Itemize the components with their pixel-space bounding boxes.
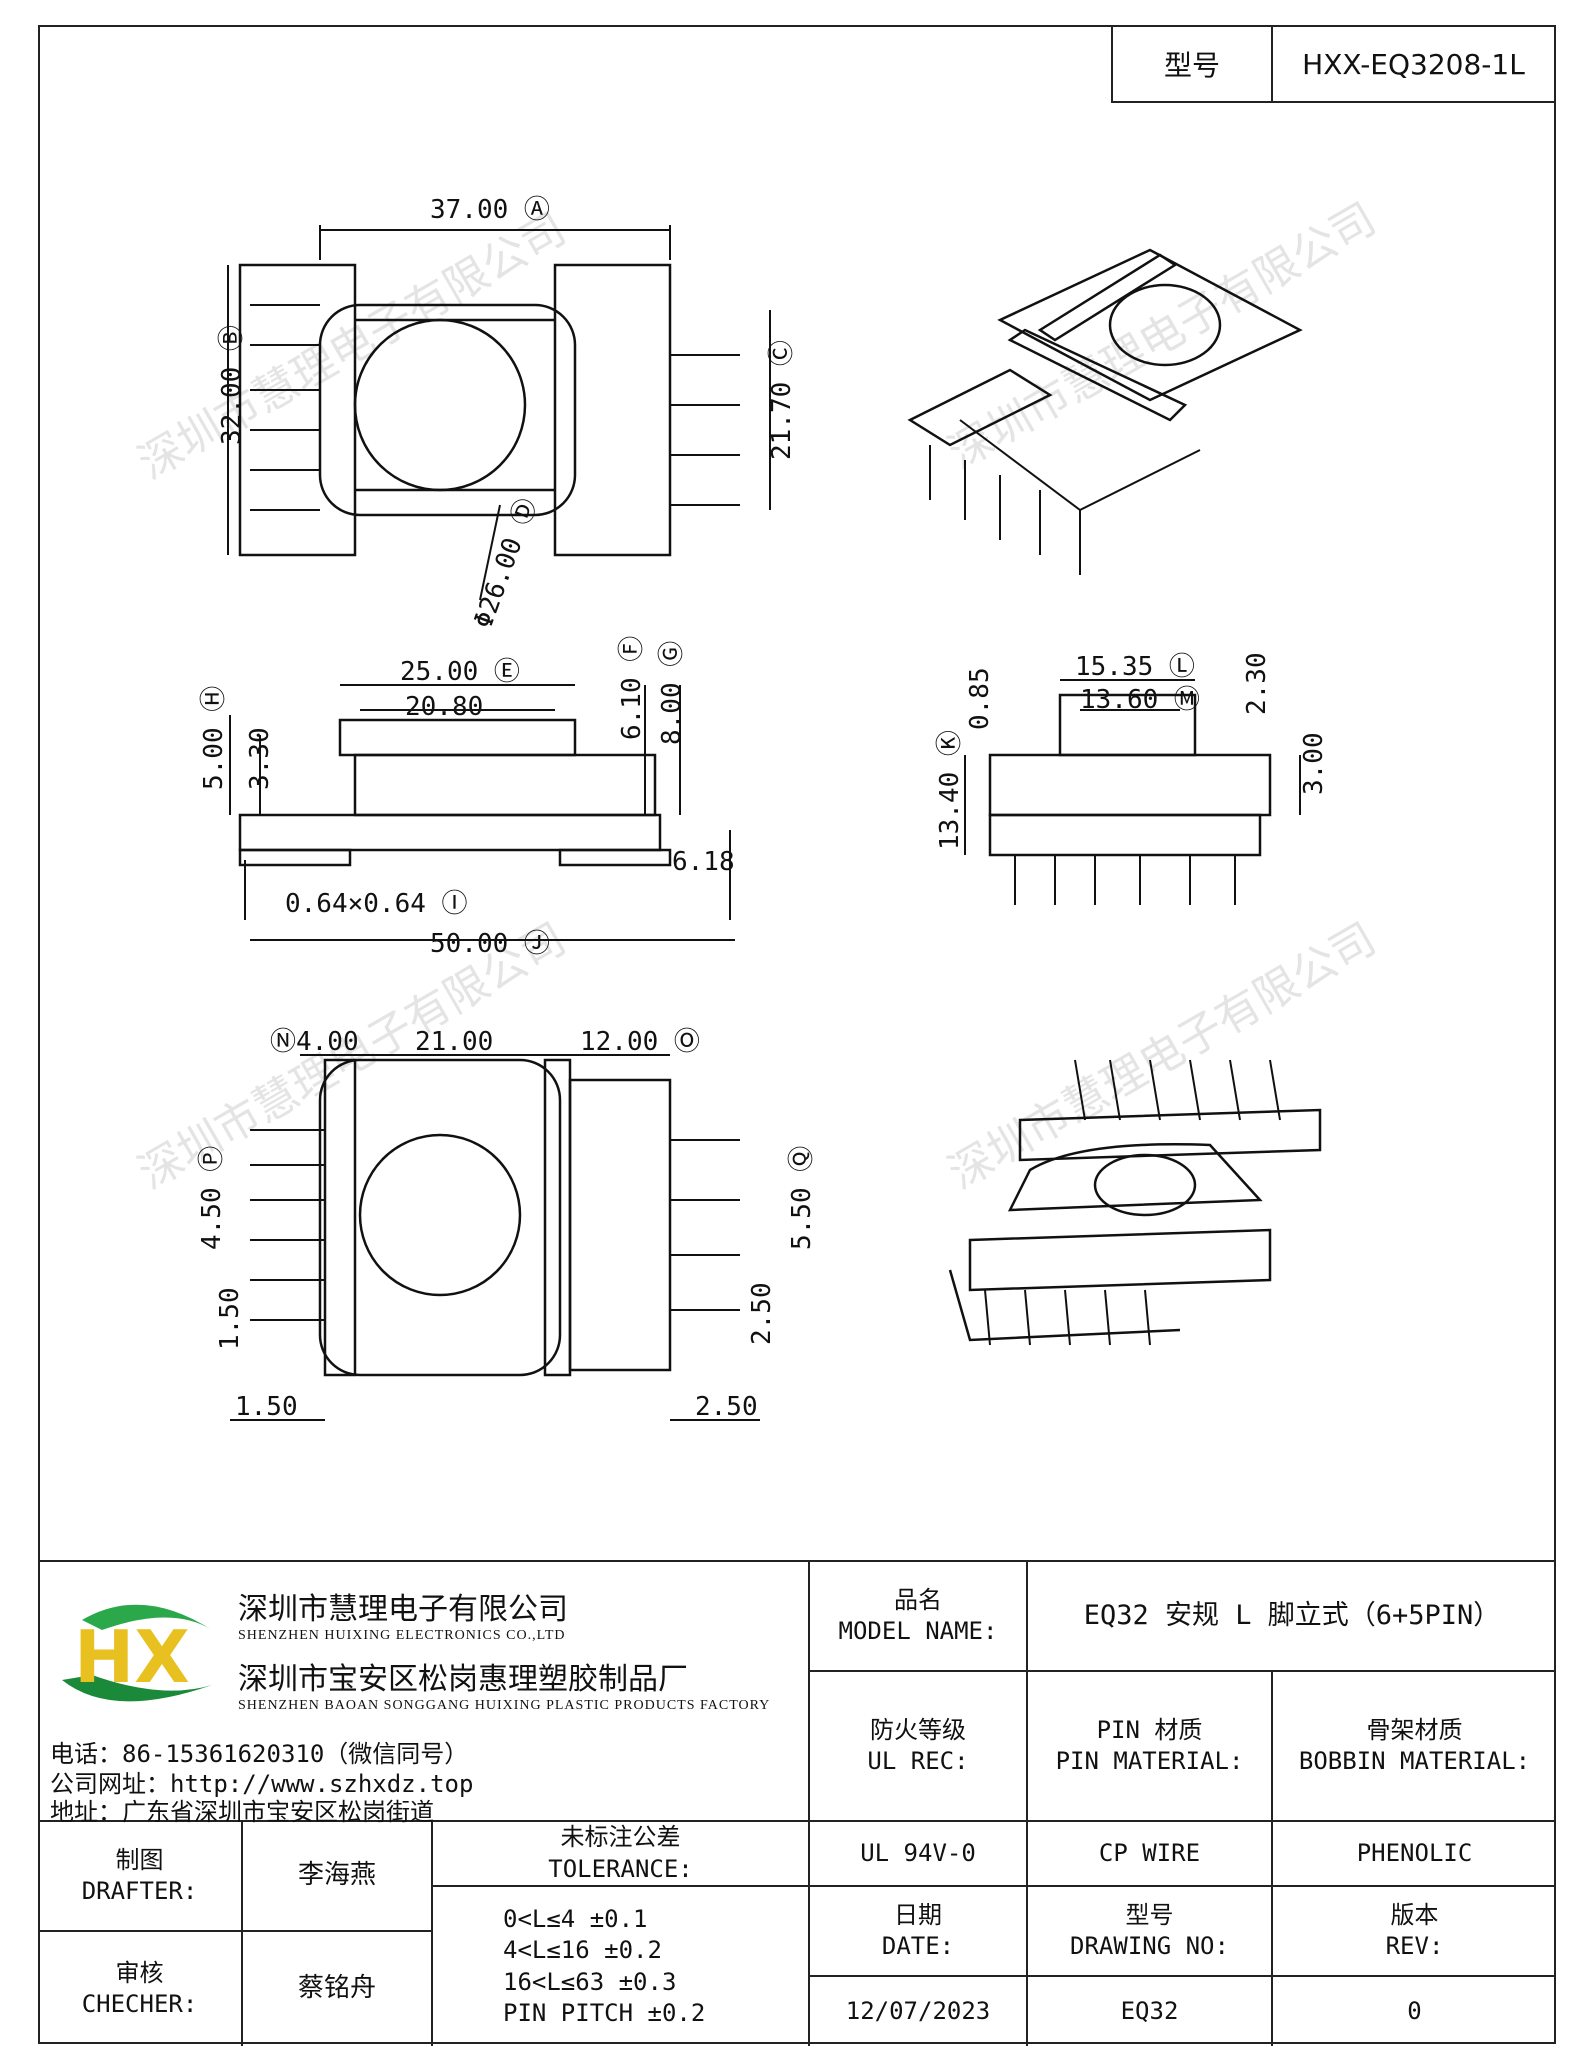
tolerance-label: 未标注公差 TOLERANCE: (433, 1822, 810, 1887)
factory-name-en: SHENZHEN BAOAN SONGGANG HUIXING PLASTIC … (238, 1698, 771, 1713)
iso-view-top (907, 248, 1303, 575)
dim-15-35: 15.35 Ⓛ (1075, 652, 1195, 682)
dim-1-50-v: 1.50 (215, 1287, 245, 1350)
rev-label: 版本 REV: (1273, 1887, 1556, 1977)
title-block: HX 深圳市慧理电子有限公司 SHENZHEN HUIXING ELECTRON… (38, 1560, 1556, 2046)
ul-rec-label-en: UL REC: (867, 1747, 969, 1775)
dim-pin: 0.64×0.64 Ⓘ (285, 889, 468, 919)
dim-21-70: 21.70 Ⓒ (767, 340, 797, 460)
dim-3-00: 3.00 (1299, 732, 1329, 795)
ul-rec-label-cn: 防火等级 (870, 1715, 966, 1744)
drafter-label: 制图 DRAFTER: (38, 1822, 243, 1932)
tolerance-label-en: TOLERANCE: (548, 1854, 693, 1883)
watermark-2: 深圳市慧理电子有限公司 (940, 193, 1385, 479)
bobbin-material-label-cn: 骨架材质 (1366, 1715, 1463, 1744)
dim-32: 32.00 Ⓑ (217, 325, 247, 445)
dim-2-30: 2.30 (1242, 652, 1272, 715)
company-logo-icon: HX (62, 1604, 212, 1702)
dim-21: 21.00 (415, 1027, 493, 1057)
rev-label-cn: 版本 (1390, 1900, 1439, 1929)
checker-label-en: CHECHER: (81, 1990, 198, 2018)
company-info: HX 深圳市慧理电子有限公司 SHENZHEN HUIXING ELECTRON… (38, 1562, 810, 1826)
ul-rec-label: 防火等级 UL REC: (810, 1672, 1028, 1822)
tolerance-row-4: PIN PITCH ±0.2 (503, 1998, 706, 2027)
dim-37: 37.00 Ⓐ (430, 195, 550, 225)
company-address: 地址：广东省深圳市宝安区松岗街道 (50, 1798, 434, 1826)
dim-2-50-v: 2.50 (747, 1282, 777, 1345)
dim-8: 8.00 Ⓖ (657, 641, 687, 745)
dim-6-18: 6.18 (672, 847, 735, 877)
company-phone: 电话：86-15361620310（微信同号） (50, 1740, 469, 1768)
model-value: HXX-EQ3208-1L (1302, 47, 1525, 81)
dim-13-60: 13.60 Ⓜ (1080, 685, 1200, 715)
drafter-name: 李海燕 (243, 1822, 433, 1932)
dim-1-50-h: 1.50 (235, 1392, 298, 1422)
drawing-no-label-cn: 型号 (1125, 1900, 1174, 1929)
side-view: 15.35 Ⓛ 13.60 Ⓜ 0.85 2.30 3.00 13.40 Ⓚ (935, 652, 1329, 905)
bottom-view: Ⓝ4.00 21.00 12.00 Ⓞ 4.50 Ⓟ 1.50 1.50 5.5… (197, 1027, 817, 1422)
date-label: 日期 DATE: (810, 1887, 1028, 1977)
dim-50: 50.00 Ⓙ (430, 929, 550, 959)
model-label: 型号 (1113, 27, 1273, 101)
drafter-label-cn: 制图 (115, 1845, 164, 1874)
model-name-label: 品名 MODEL NAME: (810, 1562, 1028, 1672)
date-label-cn: 日期 (894, 1900, 942, 1929)
drawing-no-value: EQ32 (1028, 1977, 1273, 2046)
checker-name: 蔡铭舟 (243, 1932, 433, 2046)
pin-material-value: CP WIRE (1028, 1822, 1273, 1887)
dim-3-30: 3.30 (245, 727, 275, 790)
dim-20-80: 20.80 (405, 692, 483, 722)
date-label-en: DATE: (881, 1932, 955, 1960)
dim-13-40: 13.40 Ⓚ (935, 730, 965, 850)
drawing-no-label: 型号 DRAWING NO: (1028, 1887, 1273, 1977)
dim-2-50-h: 2.50 (695, 1392, 758, 1422)
ul-value: UL 94V-0 (810, 1822, 1028, 1887)
rev-label-en: REV: (1385, 1932, 1444, 1960)
checker-label-cn: 审核 (115, 1958, 164, 1987)
model-number-box: 型号 HXX-EQ3208-1L (1111, 25, 1556, 103)
bobbin-material-label-en: BOBBIN MATERIAL: (1298, 1747, 1531, 1775)
drawing-frame (38, 25, 1556, 2044)
front-view: 25.00 Ⓔ 20.80 6.10 Ⓕ 8.00 Ⓖ 5.00 Ⓗ 3.30 … (199, 636, 735, 959)
tolerance-values: 0<L≤4 ±0.1 4<L≤16 ±0.2 16<L≤63 ±0.3 PIN … (433, 1887, 810, 2046)
checker-label: 审核 CHECHER: (38, 1932, 243, 2046)
drafter-label-en: DRAFTER: (81, 1877, 198, 1905)
pin-material-label: PIN 材质 PIN MATERIAL: (1028, 1672, 1273, 1822)
factory-name-cn: 深圳市宝安区松岗惠理塑胶制品厂 (238, 1662, 688, 1697)
iso-view-bottom (948, 1059, 1322, 1346)
dim-6-10: 6.10 Ⓕ (617, 636, 647, 740)
model-name-label-cn: 品名 (894, 1585, 942, 1614)
drawing-no-label-en: DRAWING NO: (1070, 1932, 1229, 1960)
tolerance-row-2: 4<L≤16 ±0.2 (503, 1936, 662, 1965)
bobbin-material-value: PHENOLIC (1273, 1822, 1556, 1887)
rev-value: 0 (1407, 1996, 1422, 2025)
pin-material-label-en: PIN MATERIAL: (1055, 1747, 1244, 1775)
watermark-1: 深圳市慧理电子有限公司 (130, 203, 575, 489)
tolerance-label-cn: 未标注公差 (560, 1823, 681, 1852)
pin-material-label-cn: PIN 材质 (1096, 1715, 1203, 1744)
dim-4: Ⓝ4.00 (270, 1027, 359, 1057)
company-name-en: SHENZHEN HUIXING ELECTRONICS CO.,LTD (238, 1628, 566, 1643)
date-value: 12/07/2023 (810, 1977, 1028, 2046)
dim-5: 5.00 Ⓗ (199, 686, 229, 790)
logo-letters: HX (74, 1615, 190, 1699)
dim-25: 25.00 Ⓔ (400, 657, 520, 687)
dim-4-50: 4.50 Ⓟ (197, 1146, 227, 1250)
model-name-label-en: MODEL NAME: (838, 1617, 998, 1645)
model-name-value: EQ32 安规 L 脚立式（6+5PIN） (1028, 1562, 1556, 1672)
tolerance-row-3: 16<L≤63 ±0.3 (503, 1967, 677, 1996)
dim-5-50: 5.50 Ⓠ (787, 1146, 817, 1250)
dim-12: 12.00 Ⓞ (580, 1027, 700, 1057)
company-website[interactable]: 公司网址：http://www.szhxdz.top (50, 1770, 474, 1798)
company-name-cn: 深圳市慧理电子有限公司 (238, 1592, 568, 1627)
technical-drawing: 深圳市慧理电子有限公司 深圳市慧理电子有限公司 深圳市慧理电子有限公司 深圳市慧… (130, 193, 1385, 1422)
bobbin-material-label: 骨架材质 BOBBIN MATERIAL: (1273, 1672, 1556, 1822)
tolerance-row-1: 0<L≤4 ±0.1 (503, 1905, 648, 1934)
dim-0-85: 0.85 (965, 667, 995, 730)
